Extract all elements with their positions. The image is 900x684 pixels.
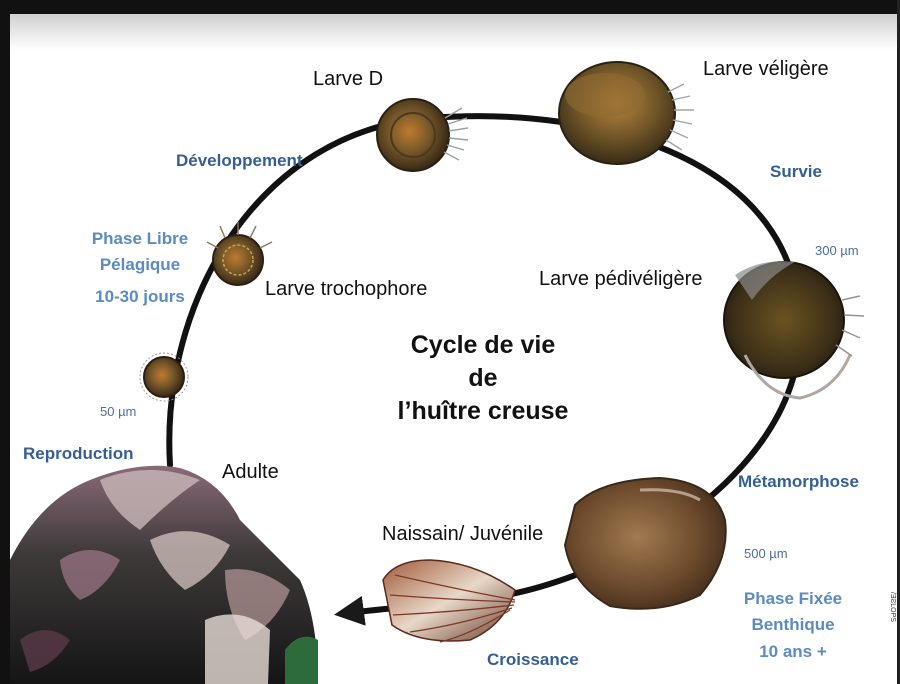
adult-oysters-image [10,466,318,684]
larve-pediveligere-image [724,261,864,398]
label-larve-veligere: Larve véligère [703,58,829,80]
title-line2: de [383,362,583,395]
spat-image [565,478,726,609]
title-line1: Cycle de vie [383,329,583,362]
phase-fixee-block: Phase Fixée Benthique 10 ans + [733,590,853,662]
size-500: 500 µm [744,547,788,561]
label-metamorphose: Métamorphose [738,473,859,492]
size-300: 300 µm [815,244,859,258]
larve-d-image [377,99,468,171]
label-reproduction: Reproduction [23,445,134,464]
label-larve-pediveligere: Larve pédivéligère [539,268,702,290]
size-50: 50 µm [100,405,136,419]
label-croissance: Croissance [487,651,579,670]
label-larve-trochophore: Larve trochophore [265,278,427,300]
larve-veligere-image [559,62,694,164]
phase-libre-block: Phase Libre Pélagique 10-30 jours [80,230,200,307]
phase-fixee-duration: 10 ans + [733,643,853,662]
label-developpement: Développement [176,152,303,171]
diagram-title: Cycle de vie de l’huître creuse [383,329,583,428]
phase-fixee-line1: Phase Fixée [733,590,853,609]
label-adulte: Adulte [222,461,279,483]
phase-libre-duration: 10-30 jours [80,288,200,307]
juvenile-image [383,560,515,642]
larve-trochophore-image [207,222,272,285]
side-credit: /ƎƧLOPS [884,592,896,622]
label-naissain: Naissain/ Juvénile [382,523,543,545]
label-survie: Survie [770,163,822,182]
title-line3: l’huître creuse [383,395,583,428]
phase-libre-line2: Pélagique [80,256,200,275]
phase-libre-line1: Phase Libre [80,230,200,249]
label-larve-d: Larve D [313,68,383,90]
phase-fixee-line2: Benthique [733,616,853,635]
